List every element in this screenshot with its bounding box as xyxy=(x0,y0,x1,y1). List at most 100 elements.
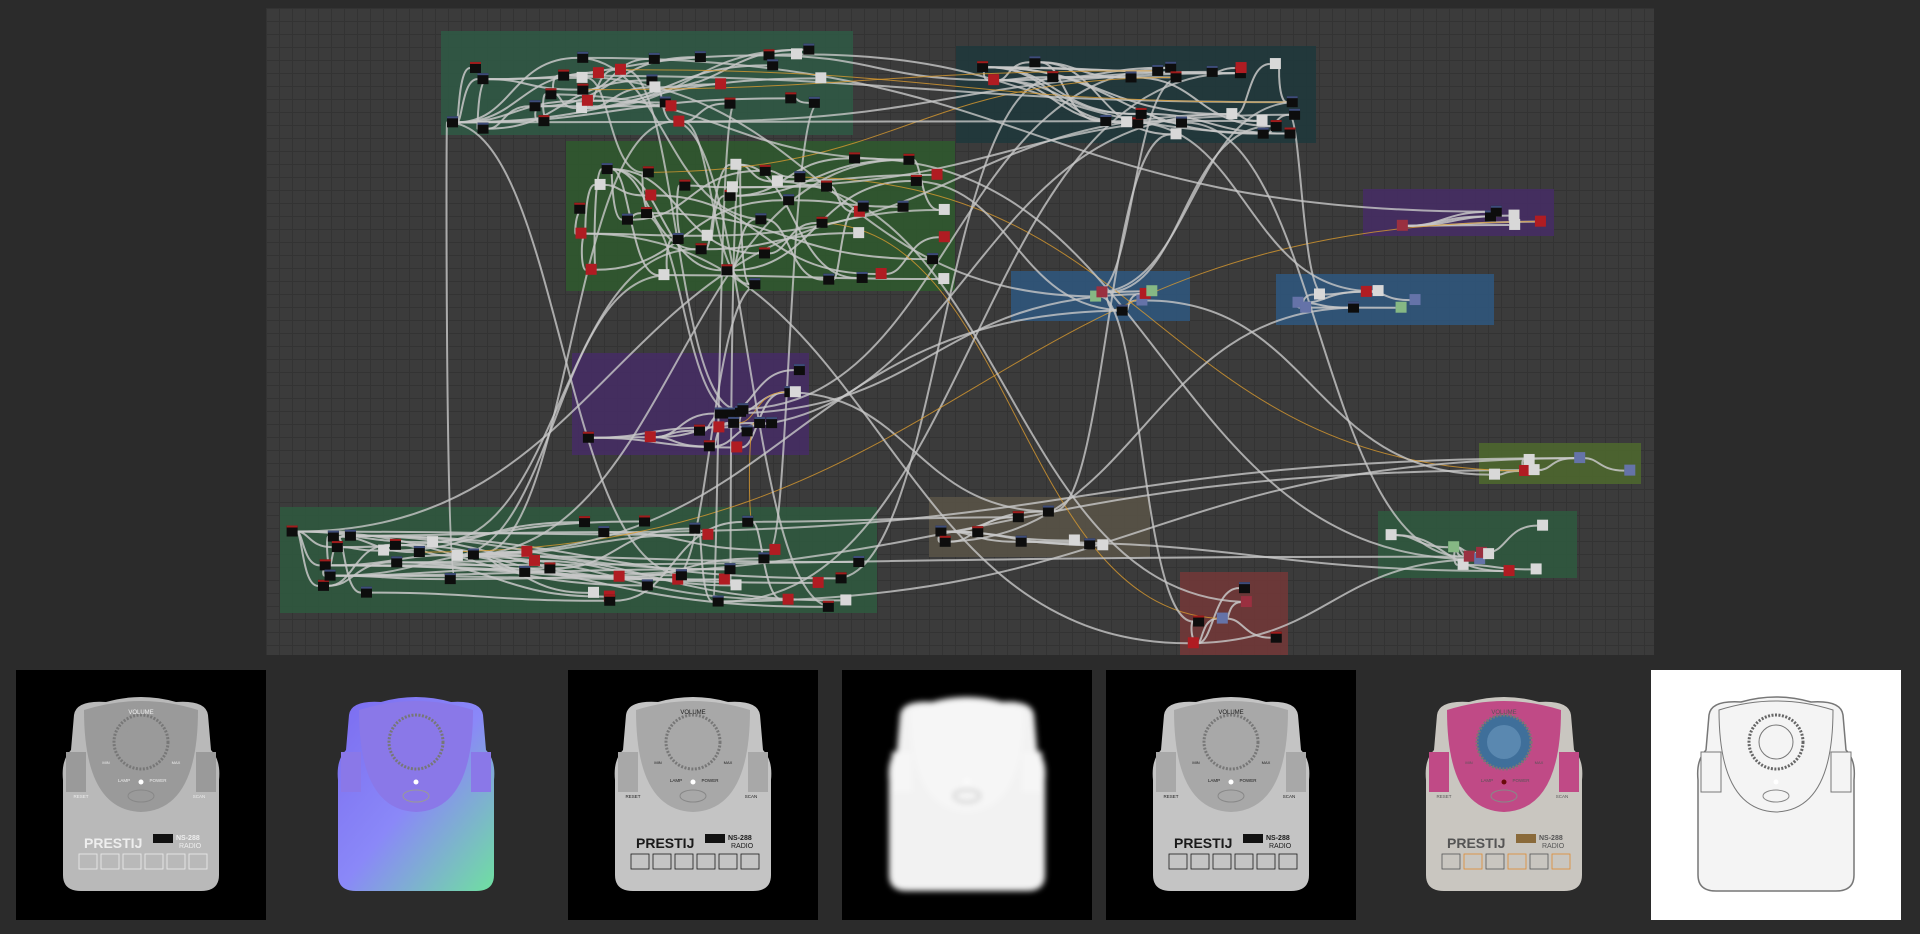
graph-node[interactable] xyxy=(702,528,714,540)
graph-node[interactable] xyxy=(977,61,989,73)
graph-node[interactable] xyxy=(939,535,951,547)
graph-node[interactable] xyxy=(759,164,771,176)
graph-node[interactable] xyxy=(793,364,805,376)
graph-node[interactable] xyxy=(718,573,730,585)
graph-node[interactable] xyxy=(1047,71,1059,83)
normal-map-preview[interactable] xyxy=(291,670,541,920)
graph-node[interactable] xyxy=(701,229,713,241)
graph-node[interactable] xyxy=(576,71,588,83)
graph-node[interactable] xyxy=(1238,582,1250,594)
graph-node[interactable] xyxy=(1135,107,1147,119)
graph-node[interactable] xyxy=(649,81,661,93)
node-graph-canvas[interactable] xyxy=(266,8,1654,655)
graph-node[interactable] xyxy=(658,269,670,281)
graph-node[interactable] xyxy=(1483,548,1495,560)
graph-node[interactable] xyxy=(1490,205,1502,217)
graph-node[interactable] xyxy=(721,264,733,276)
graph-node[interactable] xyxy=(815,72,827,84)
graph-node[interactable] xyxy=(1176,116,1188,128)
graph-node[interactable] xyxy=(1457,558,1469,570)
graph-node[interactable] xyxy=(726,181,738,193)
graph-node[interactable] xyxy=(577,51,589,63)
graph-node[interactable] xyxy=(703,440,715,452)
graph-node[interactable] xyxy=(581,94,593,106)
graph-node[interactable] xyxy=(910,174,922,186)
graph-node[interactable] xyxy=(641,579,653,591)
graph-node[interactable] xyxy=(1125,71,1137,83)
graph-node[interactable] xyxy=(749,278,761,290)
graph-node[interactable] xyxy=(1292,296,1304,308)
graph-node[interactable] xyxy=(1090,290,1102,302)
graph-node[interactable] xyxy=(360,586,372,598)
graph-node[interactable] xyxy=(1012,511,1024,523)
graph-node[interactable] xyxy=(1508,209,1520,221)
graph-node[interactable] xyxy=(821,180,833,192)
graph-node[interactable] xyxy=(1226,108,1238,120)
graph-node[interactable] xyxy=(1289,108,1301,120)
graph-node[interactable] xyxy=(1165,61,1177,73)
graph-node[interactable] xyxy=(694,424,706,436)
graph-node[interactable] xyxy=(808,96,820,108)
graph-node[interactable] xyxy=(1489,468,1501,480)
graph-node[interactable] xyxy=(331,541,343,553)
graph-node[interactable] xyxy=(644,431,656,443)
graph-node[interactable] xyxy=(938,273,950,285)
graph-node[interactable] xyxy=(672,233,684,245)
graph-node[interactable] xyxy=(1096,286,1108,298)
frame-4[interactable] xyxy=(1363,189,1554,236)
graph-node[interactable] xyxy=(477,122,489,134)
graph-node[interactable] xyxy=(713,421,725,433)
graph-node[interactable] xyxy=(791,48,803,60)
graph-node[interactable] xyxy=(621,213,633,225)
graph-node[interactable] xyxy=(694,51,706,63)
frame-6[interactable] xyxy=(1276,274,1494,325)
graph-node[interactable] xyxy=(1270,631,1282,643)
graph-node[interactable] xyxy=(344,529,356,541)
graph-node[interactable] xyxy=(1187,637,1199,649)
graph-node[interactable] xyxy=(317,579,329,591)
graph-node[interactable] xyxy=(1396,219,1408,231)
graph-node[interactable] xyxy=(1235,62,1247,74)
graph-node[interactable] xyxy=(730,158,742,170)
graph-node[interactable] xyxy=(1042,505,1054,517)
graph-node[interactable] xyxy=(724,97,736,109)
graph-node[interactable] xyxy=(673,115,685,127)
graph-node[interactable] xyxy=(1257,127,1269,139)
graph-node[interactable] xyxy=(856,271,868,283)
graph-node[interactable] xyxy=(1509,218,1521,230)
graph-node[interactable] xyxy=(1624,464,1636,476)
graph-node[interactable] xyxy=(771,175,783,187)
graph-node[interactable] xyxy=(714,407,726,419)
graph-node[interactable] xyxy=(1372,285,1384,297)
graph-node[interactable] xyxy=(575,227,587,239)
graph-node[interactable] xyxy=(642,166,654,178)
graph-node[interactable] xyxy=(1270,120,1282,132)
graph-node[interactable] xyxy=(695,243,707,255)
graph-node[interactable] xyxy=(730,579,742,591)
graph-node[interactable] xyxy=(648,52,660,64)
graph-node[interactable] xyxy=(783,194,795,206)
graph-node[interactable] xyxy=(712,595,724,607)
graph-node[interactable] xyxy=(741,425,753,437)
graph-node[interactable] xyxy=(389,538,401,550)
graph-node[interactable] xyxy=(579,516,591,528)
graph-node[interactable] xyxy=(1476,546,1488,558)
graph-node[interactable] xyxy=(477,73,489,85)
graph-node[interactable] xyxy=(646,74,658,86)
graph-node[interactable] xyxy=(1029,56,1041,68)
graph-node[interactable] xyxy=(1348,301,1360,313)
graph-node[interactable] xyxy=(558,69,570,81)
graph-node[interactable] xyxy=(585,263,597,275)
graph-node[interactable] xyxy=(613,570,625,582)
graph-node[interactable] xyxy=(324,569,336,581)
graph-node[interactable] xyxy=(521,545,533,557)
graph-node[interactable] xyxy=(782,593,794,605)
graph-node[interactable] xyxy=(1286,96,1298,108)
graph-node[interactable] xyxy=(391,556,403,568)
graph-node[interactable] xyxy=(529,100,541,112)
graph-node[interactable] xyxy=(1256,114,1268,126)
graph-node[interactable] xyxy=(927,253,939,265)
graph-node[interactable] xyxy=(675,569,687,581)
graph-node[interactable] xyxy=(601,163,613,175)
graph-node[interactable] xyxy=(1300,301,1312,313)
